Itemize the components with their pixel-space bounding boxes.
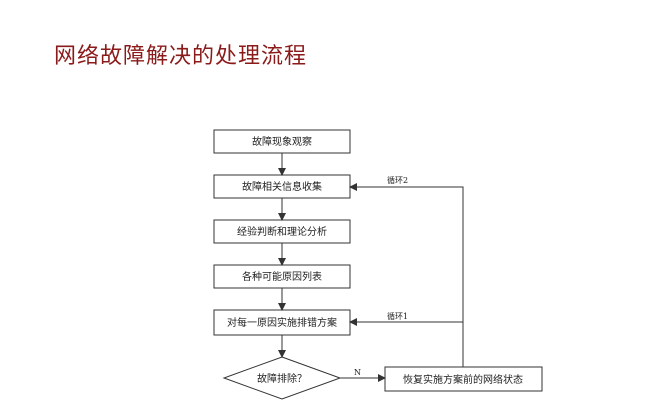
- node-list-label: 各种可能原因列表: [242, 270, 322, 283]
- node-plan-label: 对每一原因实施排错方案: [227, 316, 337, 329]
- node-plan: [213, 309, 351, 336]
- node-restore-label: 恢复实施方案前的网络状态: [403, 373, 523, 386]
- label-loop2: 循环2: [387, 175, 408, 185]
- loop2-connector: [349, 183, 464, 367]
- node-decision: [222, 356, 342, 400]
- node-decision-label: 故障排除？: [257, 372, 307, 385]
- page-title: 网络故障解决的处理流程: [54, 44, 308, 69]
- node-restore: [384, 366, 543, 392]
- node-observe-label: 故障现象观察: [252, 135, 312, 148]
- node-collect-label: 故障相关信息收集: [242, 180, 322, 193]
- label-no: N: [354, 368, 361, 377]
- label-loop1: 循环1: [387, 311, 408, 321]
- node-analyze-label: 经验判断和理论分析: [237, 225, 327, 238]
